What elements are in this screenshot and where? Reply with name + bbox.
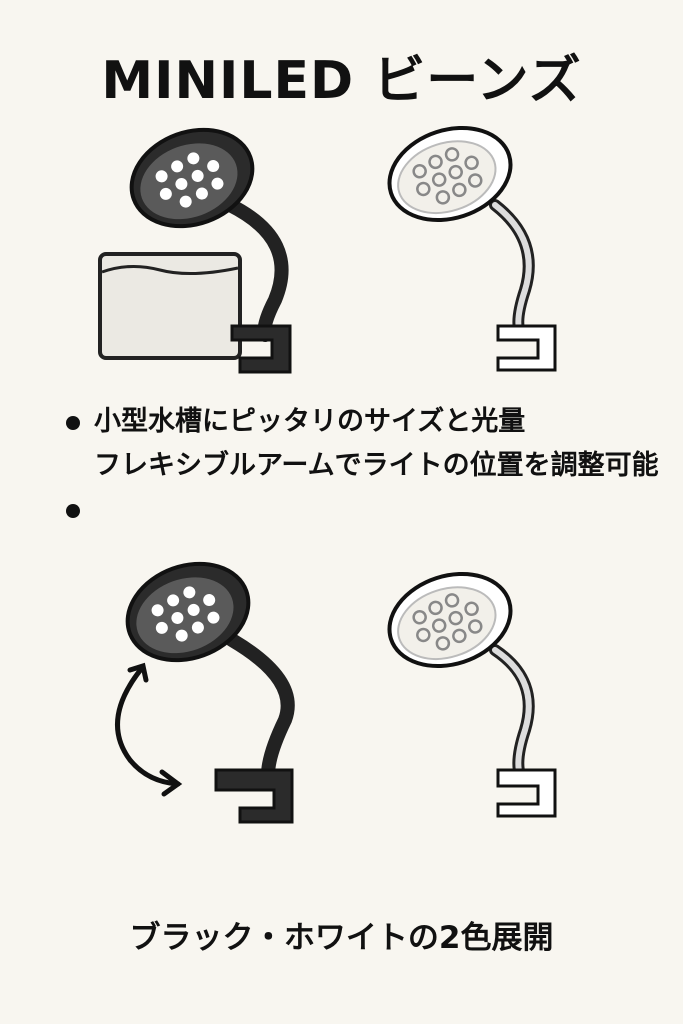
rotate-arrow-icon xyxy=(115,662,183,797)
feature-item: 小型水槽にピッタリのサイズと光量 xyxy=(64,400,664,444)
feature-list: 小型水槽にピッタリのサイズと光量 フレキシブルアームでライトの位置を調整可能 xyxy=(64,400,664,518)
feature-item: フレキシブルアームでライトの位置を調整可能 xyxy=(64,444,664,518)
black-lamp-with-tank-icon xyxy=(98,127,292,374)
black-lamp-adjust-icon xyxy=(115,561,295,824)
white-lamp-icon xyxy=(387,125,557,372)
page-title: MINILED ビーンズ xyxy=(101,51,582,111)
color-variants-caption: ブラック・ホワイトの2色展開 xyxy=(129,920,554,956)
white-lamp-icon xyxy=(387,571,557,818)
